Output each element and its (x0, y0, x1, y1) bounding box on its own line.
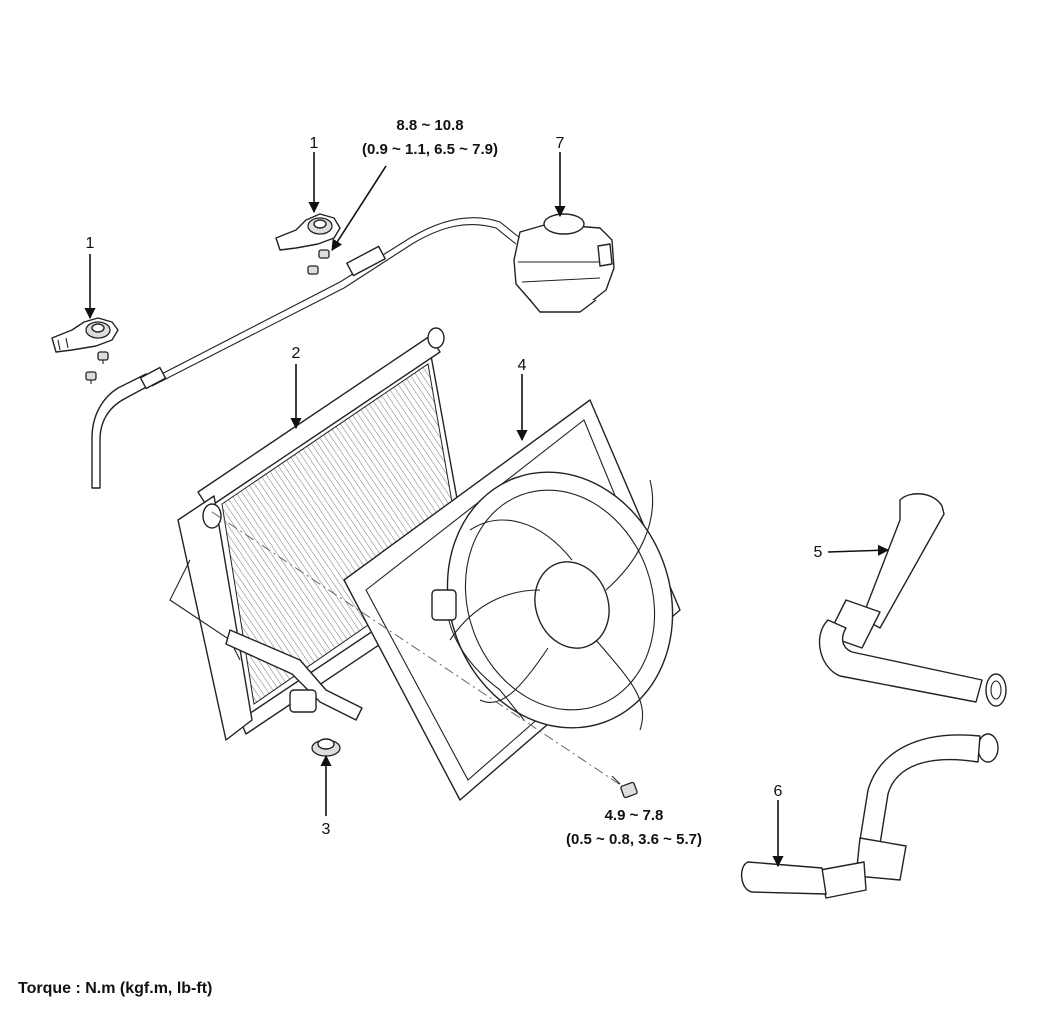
radiator-drain-plug (311, 738, 341, 757)
torque-top-value: 8.8 ~ 10.8 (396, 117, 463, 134)
cooling-fan (431, 471, 674, 731)
lower-radiator-hose (741, 733, 999, 899)
torque-units-note: Torque : N.m (kgf.m, lb-ft) (18, 980, 213, 997)
radiator (169, 327, 477, 741)
bracket-bolts-left (85, 351, 109, 384)
callout-leaders (84, 152, 890, 868)
callout-5: 5 (814, 544, 823, 561)
callout-4: 4 (518, 357, 527, 374)
torque-top-detail: (0.9 ~ 1.1, 6.5 ~ 7.9) (362, 141, 498, 158)
reservoir-overflow-hose (91, 217, 521, 489)
torque-bottom-value: 4.9 ~ 7.8 (605, 807, 664, 824)
upper-mount-bracket-right (275, 213, 341, 251)
callout-6: 6 (774, 783, 783, 800)
upper-radiator-hose (818, 493, 1007, 707)
upper-mount-bracket-left (51, 317, 119, 353)
callout-3: 3 (322, 821, 331, 838)
torque-bottom-detail: (0.5 ~ 0.8, 3.6 ~ 5.7) (566, 831, 702, 848)
callout-7: 7 (556, 135, 565, 152)
callout-1-left: 1 (86, 235, 95, 252)
callout-1-right: 1 (310, 135, 319, 152)
bracket-bolts-right (307, 249, 330, 275)
coolant-reservoir (513, 213, 615, 313)
shroud-bolt (611, 775, 638, 799)
callout-2: 2 (292, 345, 301, 362)
